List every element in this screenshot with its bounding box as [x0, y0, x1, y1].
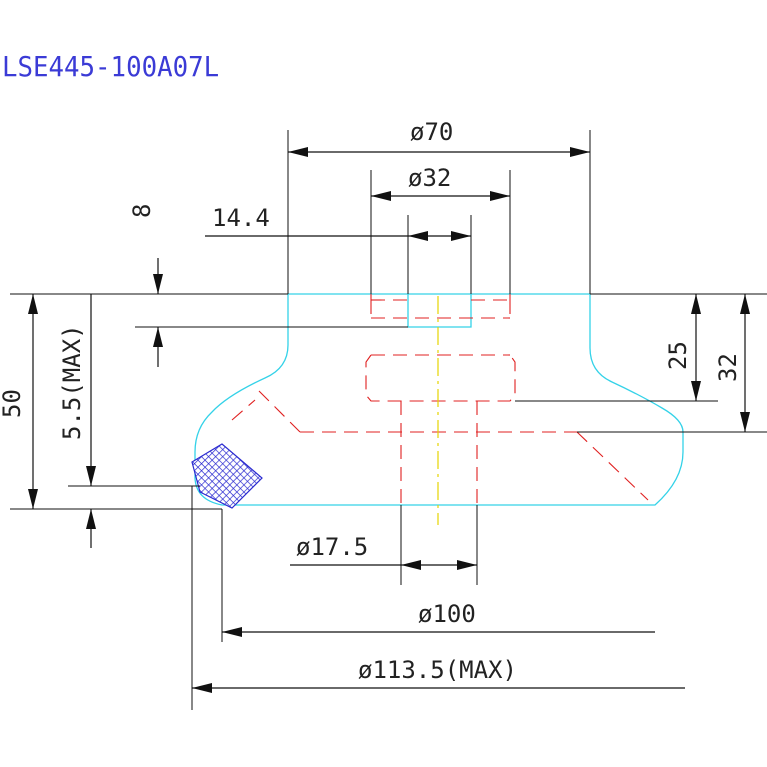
dim-25: 25 — [664, 341, 692, 370]
hidden-lines — [231, 294, 649, 505]
dim-8: 8 — [128, 204, 156, 218]
dim-5-5-max: 5.5(MAX) — [58, 324, 86, 440]
extension-lines — [10, 130, 767, 710]
part-number: LSE445-100A07L — [2, 50, 220, 83]
dim-d32: ø32 — [408, 164, 451, 192]
dim-14-4: 14.4 — [212, 204, 270, 232]
dim-d70: ø70 — [410, 118, 453, 146]
dim-d100: ø100 — [418, 600, 476, 628]
seal-lip — [191, 443, 263, 509]
dim-d17-5: ø17.5 — [296, 533, 368, 561]
dim-50: 50 — [0, 389, 26, 418]
dim-d113-5-max: ø113.5(MAX) — [358, 656, 517, 684]
dim-32: 32 — [714, 353, 742, 382]
dimension-lines — [28, 147, 750, 693]
